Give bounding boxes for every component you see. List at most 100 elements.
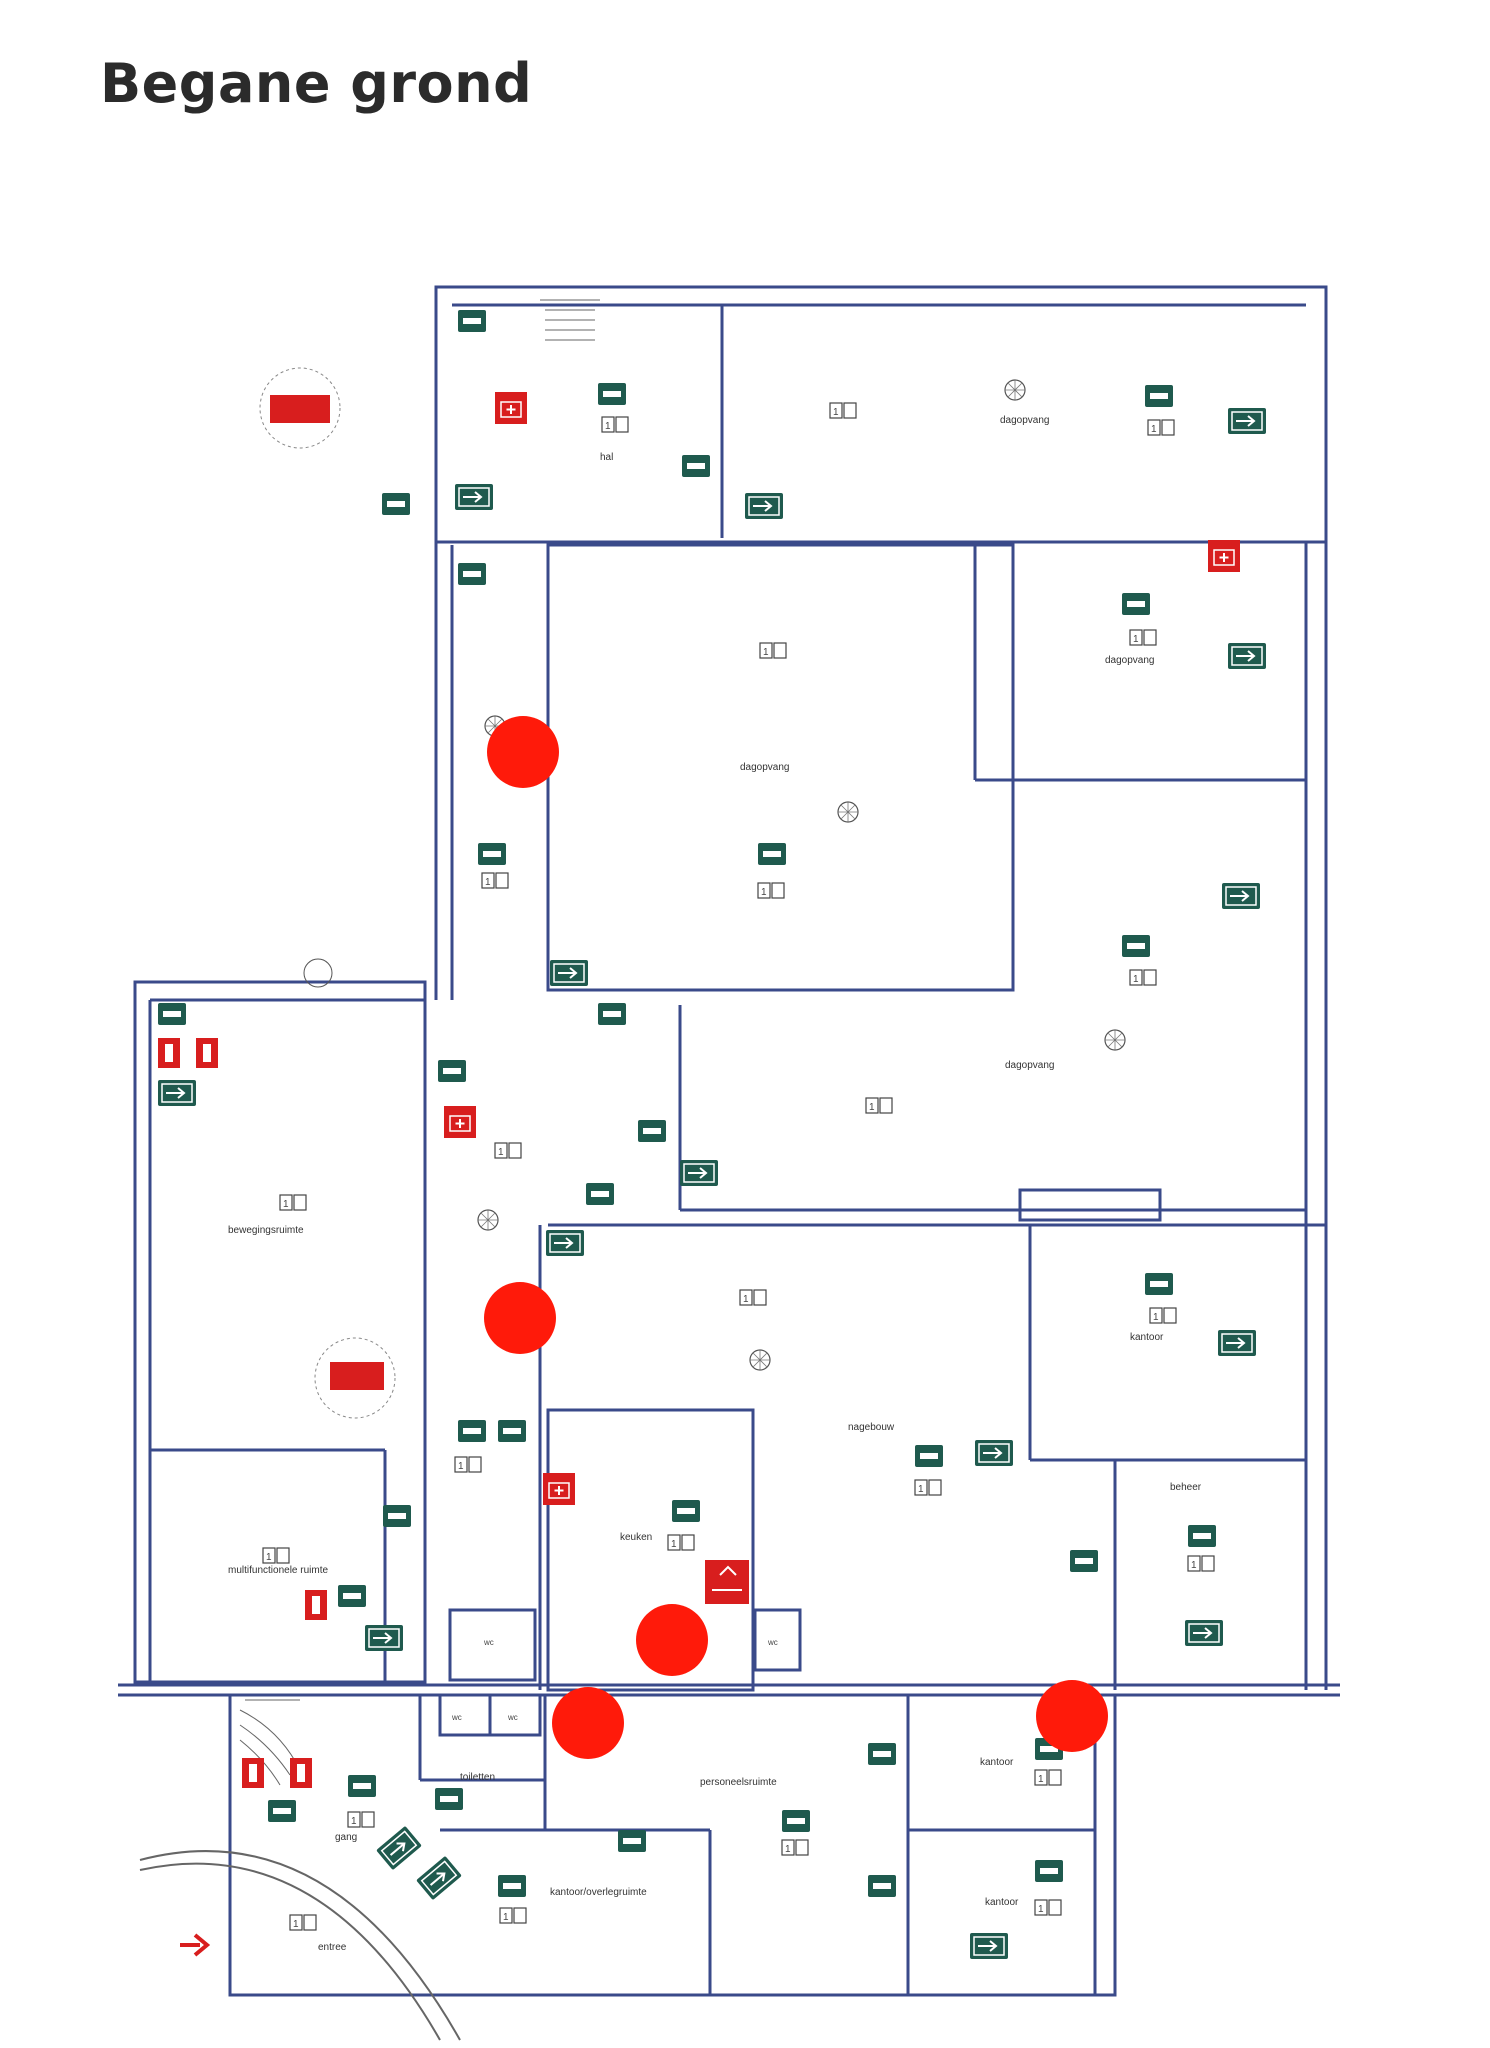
red-marker xyxy=(636,1604,708,1676)
room-dagopvang-mid: dagopvang xyxy=(1005,1060,1055,1071)
fire-extinguisher-icon xyxy=(196,1038,218,1068)
room-keuken: keuken xyxy=(620,1532,652,1543)
first-aid-kit-icon xyxy=(443,1105,477,1139)
room-dagopvang-right: dagopvang xyxy=(1105,655,1155,666)
red-markers xyxy=(484,716,1108,1759)
room-wc3: wc xyxy=(451,1713,462,1722)
exit-sign-icon xyxy=(969,1932,1009,1960)
room-wc4: wc xyxy=(507,1713,518,1722)
room-kantoor-mid: kantoor xyxy=(1130,1332,1164,1343)
exit-sign-icon xyxy=(158,1003,186,1025)
exit-sign-icon xyxy=(1122,935,1150,957)
room-kantoor-bottom: kantoor xyxy=(985,1897,1019,1908)
first-aid-kit-icon xyxy=(542,1472,576,1506)
red-marker xyxy=(484,1282,556,1354)
callout-circle-icon xyxy=(314,1337,396,1419)
exit-sign-icon xyxy=(1217,1329,1257,1357)
room-gang: gang xyxy=(335,1832,357,1843)
fire-extinguisher-icon xyxy=(242,1758,264,1788)
room-bewegingsruimte: bewegingsruimte xyxy=(228,1225,304,1236)
room-personeel: personeelsruimte xyxy=(700,1777,777,1788)
fire-extinguisher-icon xyxy=(305,1590,327,1620)
exit-sign-icon xyxy=(157,1079,197,1107)
first-aid-kit-icon xyxy=(494,391,528,425)
room-wc1: wc xyxy=(483,1638,494,1647)
exit-sign-icon xyxy=(458,1420,486,1442)
fire-equipment xyxy=(158,367,1241,1788)
exit-sign-icon xyxy=(458,563,486,585)
walls xyxy=(118,285,1340,1997)
exit-sign-icon xyxy=(974,1439,1014,1467)
room-multiruimte: multifunctionele ruimte xyxy=(228,1565,328,1576)
exit-sign-icon xyxy=(1145,1273,1173,1295)
exit-sign-icon xyxy=(348,1775,376,1797)
exit-sign-icon xyxy=(364,1624,404,1652)
room-overleg: kantoor/overlegruimte xyxy=(550,1887,647,1898)
fire-extinguisher-icon xyxy=(290,1758,312,1788)
exit-sign-icon xyxy=(1188,1525,1216,1547)
exit-sign-icon xyxy=(498,1420,526,1442)
exit-sign-icon xyxy=(1184,1619,1224,1647)
exit-sign-icon xyxy=(338,1585,366,1607)
exit-sign-icon xyxy=(1227,407,1267,435)
exit-sign-icon xyxy=(744,492,784,520)
room-hal: hal xyxy=(600,452,613,463)
smoke-detector-icon xyxy=(837,801,859,823)
exit-sign-icon xyxy=(1122,593,1150,615)
exit-sign-icon xyxy=(586,1183,614,1205)
red-marker xyxy=(552,1687,624,1759)
exit-sign-icon xyxy=(1145,385,1173,407)
exit-sign-icon xyxy=(1035,1860,1063,1882)
exit-sign-icon xyxy=(868,1743,896,1765)
exit-sign-icon xyxy=(1221,882,1261,910)
smoke-detector-icon xyxy=(477,1209,499,1231)
exit-sign-icon xyxy=(598,1003,626,1025)
red-marker xyxy=(487,716,559,788)
exit-sign-icon xyxy=(415,1854,463,1902)
exit-sign-icon xyxy=(549,959,589,987)
exit-sign-icon xyxy=(383,1505,411,1527)
callout-circle-icon xyxy=(259,367,341,449)
room-beheer: beheer xyxy=(1170,1482,1202,1493)
room-nagebouw: nagebouw xyxy=(848,1422,895,1433)
exit-sign-icon xyxy=(268,1800,296,1822)
room-wc2: wc xyxy=(767,1638,778,1647)
exit-sign-icon xyxy=(498,1875,526,1897)
exit-sign-icon xyxy=(438,1060,466,1082)
room-kantoor-right: kantoor xyxy=(980,1757,1014,1768)
entrance-arrow-icon xyxy=(180,1933,211,1957)
room-entree: entree xyxy=(318,1942,347,1953)
exit-sign-icon xyxy=(682,455,710,477)
red-marker xyxy=(1036,1680,1108,1752)
exit-sign-icon xyxy=(915,1445,943,1467)
compass-icon xyxy=(303,958,333,988)
first-aid-kit-icon xyxy=(1207,539,1241,573)
stairs xyxy=(139,299,600,2041)
exit-sign-icon xyxy=(435,1788,463,1810)
smoke-detectors xyxy=(303,379,1126,1371)
exit-sign-icon xyxy=(375,1824,423,1872)
exit-sign-icon xyxy=(454,483,494,511)
exit-sign-icon xyxy=(672,1500,700,1522)
room-labels: hal dagopvang dagopvang dagopvang dagopv… xyxy=(228,415,1202,1953)
exit-sign-icon xyxy=(679,1159,719,1187)
smoke-detector-icon xyxy=(749,1349,771,1371)
exit-sign-icon xyxy=(638,1120,666,1142)
page-title: Begane grond xyxy=(100,52,533,115)
exit-sign-icon xyxy=(758,843,786,865)
exit-sign-icon xyxy=(868,1875,896,1897)
exit-sign-icon xyxy=(478,843,506,865)
exit-sign-icon xyxy=(382,493,410,515)
smoke-detector-icon xyxy=(1104,1029,1126,1051)
exit-sign-icon xyxy=(598,383,626,405)
exit-sign-icon xyxy=(1227,642,1267,670)
fire-extinguisher-icon xyxy=(158,1038,180,1068)
room-toiletten: toiletten xyxy=(460,1772,495,1783)
room-dagopvang-top: dagopvang xyxy=(1000,415,1050,426)
exit-sign-icon xyxy=(545,1229,585,1257)
exit-sign-icon xyxy=(782,1810,810,1832)
smoke-detector-icon xyxy=(1004,379,1026,401)
room-dagopvang-center: dagopvang xyxy=(740,762,790,773)
exit-sign-icon xyxy=(618,1830,646,1852)
